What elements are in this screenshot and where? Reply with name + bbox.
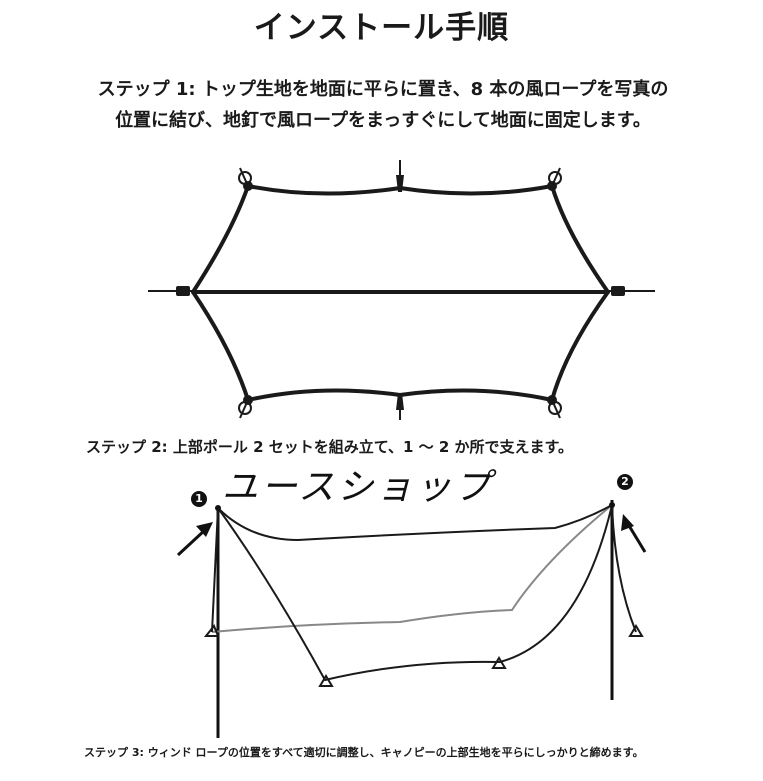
pole-2-marker: 2 xyxy=(617,474,633,490)
step-2-instruction: ステップ 2: 上部ポール 2 セットを組み立て、1 ～ 2 か所で支えます。 xyxy=(86,438,574,456)
step-1-line-2: 位置に結び、地釘で風ロープをまっすぐにして地面に固定します。 xyxy=(115,110,651,131)
shop-watermark: ユースショップ xyxy=(222,467,494,508)
pole-1-arrow-icon xyxy=(176,522,213,557)
pole-2-arrow-icon xyxy=(621,514,647,553)
step-3-instruction: ステップ 3: ウィンド ロープの位置をすべて適切に調整し、キャノピーの上部生地… xyxy=(84,746,644,759)
step-1-line-1: ステップ 1: トップ生地を地面に平らに置き、8 本の風ロープを写真の xyxy=(97,79,669,100)
step-1-instruction: ステップ 1: トップ生地を地面に平らに置き、8 本の風ロープを写真の 位置に結… xyxy=(18,74,748,136)
pole-1-marker: 1 xyxy=(191,491,207,507)
page-title: インストール手順 xyxy=(253,10,510,46)
